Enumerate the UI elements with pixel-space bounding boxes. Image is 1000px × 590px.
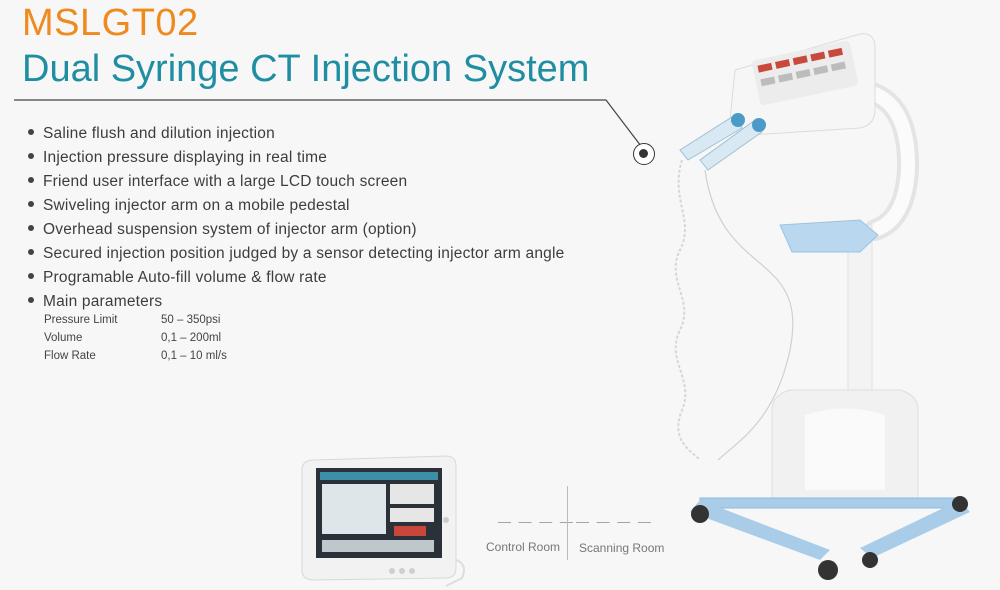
feature-item: Saline flush and dilution injection bbox=[28, 124, 564, 148]
divider-dash: — — — — bbox=[498, 514, 575, 529]
feature-item: Friend user interface with a large LCD t… bbox=[28, 172, 564, 196]
injector-pedestal bbox=[674, 33, 970, 580]
bullet-icon bbox=[28, 224, 34, 231]
room-divider bbox=[567, 486, 568, 560]
model-number: MSLGT02 bbox=[22, 2, 199, 44]
bullet-icon bbox=[28, 176, 34, 183]
bullet-icon bbox=[28, 152, 34, 159]
bullet-icon bbox=[28, 200, 34, 207]
feature-item: Programable Auto-fill volume & flow rate bbox=[28, 268, 564, 292]
bullet-icon bbox=[28, 128, 34, 135]
callout-marker-icon bbox=[633, 143, 655, 165]
feature-item: Injection pressure displaying in real ti… bbox=[28, 148, 564, 172]
feature-item: Swiveling injector arm on a mobile pedes… bbox=[28, 196, 564, 220]
control-room-label: Control Room bbox=[486, 540, 561, 554]
feature-item: Main parameters bbox=[28, 292, 564, 316]
product-title: Dual Syringe CT Injection System bbox=[22, 48, 590, 90]
feature-list: Saline flush and dilution injection Inje… bbox=[28, 124, 564, 316]
divider-dash: — — — — bbox=[576, 514, 653, 529]
feature-item: Overhead suspension system of injector a… bbox=[28, 220, 564, 244]
bullet-icon bbox=[28, 272, 34, 279]
scanning-room-label: Scanning Room bbox=[579, 541, 665, 555]
touch-screen-console bbox=[301, 455, 465, 587]
feature-item: Secured injection position judged by a s… bbox=[28, 244, 564, 268]
bullet-icon bbox=[28, 248, 34, 255]
bullet-icon bbox=[28, 296, 34, 303]
